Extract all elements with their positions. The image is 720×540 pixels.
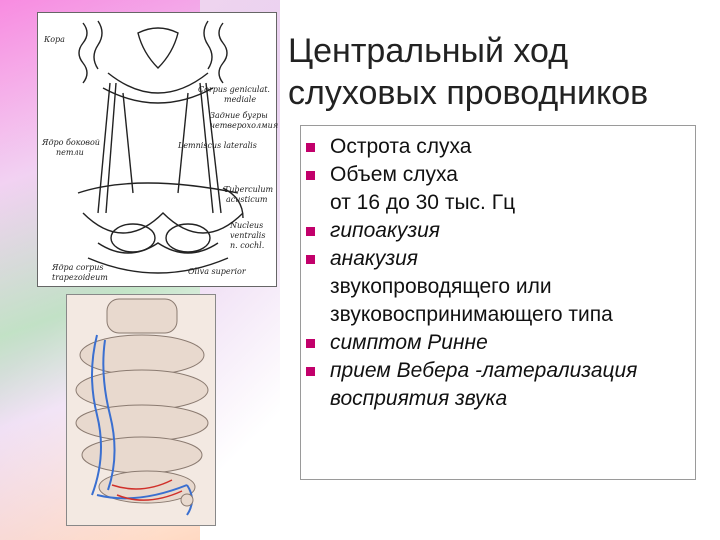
content-box <box>300 125 696 480</box>
square-bullet-icon <box>306 143 315 152</box>
label-trapez-1: Ядра corpus <box>52 263 104 272</box>
label-nucleus-1: Nucleus <box>230 221 264 230</box>
square-bullet-icon <box>306 339 315 348</box>
bullet-list: Острота слуха Объем слуха от 16 до 30 ты… <box>300 133 696 413</box>
square-bullet-icon <box>306 255 315 264</box>
label-acusticum: acusticum <box>226 195 268 204</box>
label-nucleus-2: ventralis <box>230 231 266 240</box>
brainstem-section-drawing <box>75 298 209 516</box>
square-bullet-icon <box>306 227 315 236</box>
bullet-text: гипоакузия <box>330 219 441 242</box>
bullet-item: симптом Ринне <box>300 329 696 357</box>
bullet-text: анакузия <box>330 247 418 270</box>
label-nucleus-3: n. cochl. <box>230 241 265 250</box>
auditory-pathway-diagram: Кора Corpus geniculat. mediale Задние бу… <box>37 12 279 287</box>
bullet-continuation: от 16 до 30 тыс. Гц <box>300 189 696 217</box>
title-line-2: слуховых проводников <box>288 74 649 112</box>
label-tuberculum: Tuberculum <box>224 185 274 194</box>
bullet-item: Объем слуха <box>300 161 696 189</box>
label-yadro-2: петли <box>56 148 84 157</box>
bullet-item: анакузия <box>300 245 696 273</box>
bullet-text: прием Вебера -латерализация <box>330 359 638 382</box>
square-bullet-icon <box>306 171 315 180</box>
bullet-item: гипоакузия <box>300 217 696 245</box>
bullet-continuation: звуковоспринимающего типа <box>300 301 696 329</box>
bullet-continuation: восприятия звука <box>300 385 696 413</box>
pathway-line-drawing <box>77 20 244 274</box>
bullet-text: звуковоспринимающего типа <box>330 303 613 326</box>
brainstem-illustration <box>66 294 216 526</box>
square-bullet-icon <box>306 367 315 376</box>
bullet-text: Острота слуха <box>330 135 472 158</box>
slide-title: Центральный ход слуховых проводников <box>288 30 708 114</box>
bullet-text: от 16 до 30 тыс. Гц <box>330 191 516 214</box>
bullet-continuation: звукопроводящего или <box>300 273 696 301</box>
label-bugry-1: Задние бугры <box>210 111 268 120</box>
label-kora: Кора <box>44 35 65 44</box>
bullet-item: Острота слуха <box>300 133 696 161</box>
title-line-1: Центральный ход <box>288 32 569 70</box>
bullet-text: Объем слуха <box>330 163 458 186</box>
bullet-text: симптом Ринне <box>330 331 488 354</box>
label-mediale: mediale <box>224 95 257 104</box>
label-corpus: Corpus geniculat. <box>198 85 270 94</box>
label-oliva: Oliva superior <box>188 267 246 276</box>
bullet-item: прием Вебера -латерализация <box>300 357 696 385</box>
bullet-text: восприятия звука <box>330 387 508 410</box>
label-yadro-1: Ядро боковой <box>42 138 100 147</box>
bullet-text: звукопроводящего или <box>330 275 552 298</box>
label-lemniscus: Lemniscus lateralis <box>178 141 257 150</box>
label-bugry-2: четверохолмия <box>210 121 279 130</box>
label-trapez-2: trapezoideum <box>52 273 108 282</box>
